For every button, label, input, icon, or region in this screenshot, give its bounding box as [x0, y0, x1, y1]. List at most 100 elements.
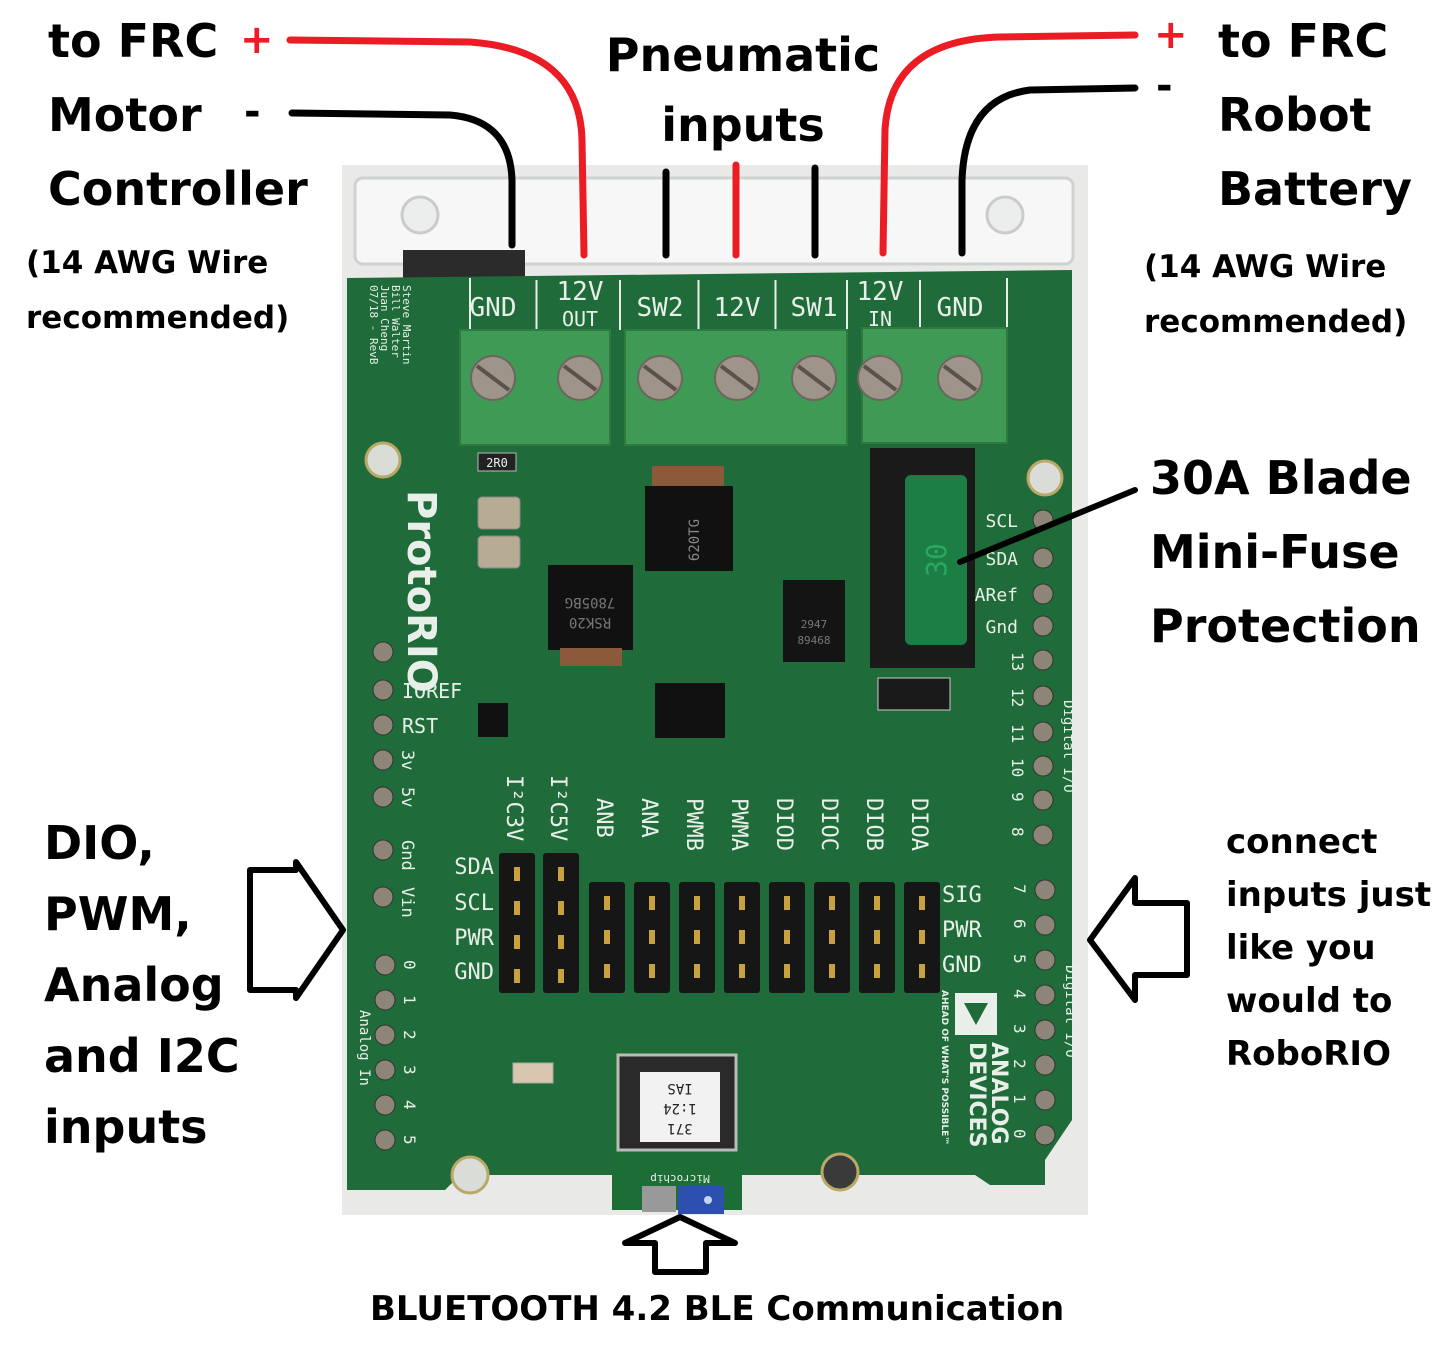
battery-note-line-2: recommended): [1144, 304, 1408, 340]
header-pin: [558, 867, 564, 881]
right-inputs-line-5: RoboRIO: [1226, 1034, 1391, 1074]
board-hole: [820, 1152, 860, 1192]
logo-line-2: DEVICES: [964, 1042, 989, 1148]
terminal-label: 12V: [714, 293, 761, 323]
board-hole: [1026, 459, 1064, 497]
terminal-label: 12V: [857, 277, 904, 307]
mosfet-text: 620TG: [687, 519, 703, 561]
left-inputs-line-1: DIO,: [44, 816, 155, 870]
pin-hole: [372, 679, 394, 701]
header-pin: [514, 935, 520, 949]
microchip-text: Microchip: [650, 1172, 710, 1185]
fuse-callout-line: [957, 487, 1138, 565]
left-inputs-line-4: and I2C: [44, 1029, 240, 1083]
fuse-label: 30A Blade Mini-Fuse Protection: [1150, 455, 1421, 649]
header-pin: [694, 930, 700, 944]
header-pin: [784, 964, 790, 978]
header-row-label: GND: [942, 953, 982, 978]
resistor-label: 2R0: [486, 456, 508, 470]
digital-pin-label: 11: [1008, 724, 1027, 743]
digital-pin-label: 12: [1008, 688, 1027, 707]
blade-fuse: [905, 475, 967, 645]
motor-note-line-2: recommended): [26, 300, 290, 336]
screw-slot: [862, 364, 898, 392]
analog-pin-label: 2: [400, 1030, 419, 1040]
right-inputs-line-2: inputs just: [1226, 875, 1432, 915]
pin-hole: [374, 1059, 396, 1081]
resistor-2r0: [477, 452, 517, 472]
battery-label-line-3: Battery: [1218, 162, 1412, 216]
digital-pin-label: 5: [1010, 954, 1029, 964]
header-pin: [649, 964, 655, 978]
screw-slot: [719, 364, 755, 392]
digital-pin-label: 13: [1008, 652, 1027, 671]
digital-io-label: Digital I/O: [1060, 700, 1076, 793]
analog-devices-logo-triangle: [964, 1003, 988, 1025]
bluetooth-label: BLUETOOTH 4.2 BLE Communication: [370, 1289, 1065, 1329]
header-row-label: GND: [454, 960, 494, 985]
pin-hole: [1034, 1019, 1056, 1041]
fuse-line-1: 30A Blade: [1150, 451, 1412, 505]
analog-in-label: Analog In: [356, 1010, 372, 1086]
analog-pin-label: 0: [400, 960, 419, 970]
header-connector[interactable]: [499, 853, 535, 993]
pin-hole: [1034, 1124, 1056, 1146]
pneumatic-line-1: Pneumatic: [605, 28, 881, 82]
pin-hole: [374, 1129, 396, 1151]
header-column-label: DIOD: [771, 798, 796, 851]
wire-motor-positive: [286, 36, 588, 259]
motor-label-line-1: to FRC: [48, 14, 219, 68]
soic-chip: [655, 683, 725, 738]
digital-pin-label: 1: [1010, 1094, 1029, 1104]
logo-tagline: AHEAD OF WHAT'S POSSIBLE™: [939, 990, 949, 1145]
header-pin: [604, 964, 610, 978]
motor-plus-sign: +: [240, 17, 274, 63]
header-pin: [919, 896, 925, 910]
header-pin: [739, 896, 745, 910]
motor-controller-label: to FRC Motor Controller: [48, 18, 308, 212]
header-pin: [874, 964, 880, 978]
header-row-label: SIG: [942, 883, 982, 908]
lt-chip-text-1: 2947: [801, 618, 828, 631]
right-inputs-line-3: like you: [1226, 928, 1376, 968]
header-pin: [558, 935, 564, 949]
digital-pin-label: 6: [1010, 919, 1029, 929]
digital-pin-label: 0: [1010, 1129, 1029, 1139]
pin-hole: [1034, 1089, 1056, 1111]
header-connector[interactable]: [543, 853, 579, 993]
header-column-label: ANB: [591, 798, 616, 838]
header-row-label: PWR: [454, 926, 494, 951]
header-pin: [829, 896, 835, 910]
left-pin-label: 3v: [397, 750, 417, 770]
digital-pin-label: 7: [1010, 884, 1029, 894]
regulator-tab: [560, 648, 622, 666]
ble-antenna: [678, 1186, 724, 1214]
usb-connector: [403, 250, 525, 280]
header-pin: [784, 930, 790, 944]
analog-pin-label: 4: [400, 1100, 419, 1110]
pin-hole: [374, 1094, 396, 1116]
terminal-label: GND: [470, 293, 517, 323]
mosfet-tab: [652, 466, 724, 486]
analog-pin-label: 5: [400, 1135, 419, 1145]
left-inputs-line-2: PWM,: [44, 887, 192, 941]
header-column-label: PWMA: [726, 798, 751, 851]
left-inputs-label: DIO, PWM, Analog and I2C inputs: [44, 820, 240, 1150]
motor-note-line-1: (14 AWG Wire: [26, 245, 269, 281]
regulator-7805: [548, 565, 633, 650]
board-hole: [450, 1155, 490, 1195]
fuse-rating: 30: [920, 543, 953, 577]
motor-label-line-2: Motor: [48, 88, 202, 142]
battery-wire-note: (14 AWG Wire recommended): [1144, 252, 1407, 338]
right-inputs-line-1: connect: [1226, 822, 1378, 862]
arrow-right-icon: [247, 859, 346, 1001]
credit-line: Juan Cheng: [378, 285, 391, 351]
header-pin: [874, 896, 880, 910]
pin-hole: [1032, 755, 1054, 777]
battery-label-line-2: Robot: [1218, 88, 1372, 142]
